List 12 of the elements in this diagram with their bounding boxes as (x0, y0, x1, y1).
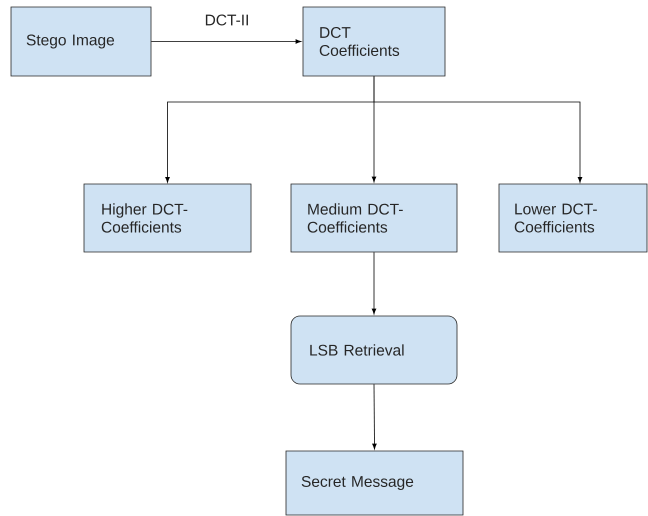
process-box: Medium DCT-Coefficients (290, 184, 458, 252)
arrow (372, 252, 376, 314)
process-box: DCT Coefficients (302, 6, 446, 76)
process-box: Secret Message (286, 450, 464, 516)
arrow (151, 39, 302, 44)
process-box: Stego Image (10, 6, 152, 76)
arrow (374, 76, 582, 183)
edge-label: DCT-II (204, 14, 250, 26)
arrow (372, 384, 377, 450)
process-box: Lower DCT-Coefficients (498, 184, 648, 252)
rounded-process-box: LSB Retrieval (290, 316, 458, 384)
process-box: Higher DCT-Coefficients (84, 184, 252, 252)
